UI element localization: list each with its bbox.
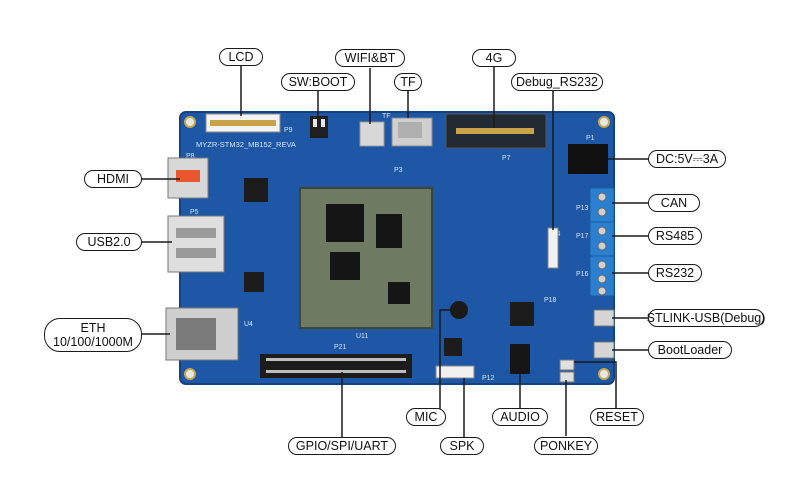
silk-marker: P9	[284, 127, 293, 134]
ic-chip	[444, 338, 462, 356]
mount-hole	[184, 368, 196, 380]
mic-capsule	[450, 301, 468, 319]
silk-marker: TF	[382, 113, 391, 120]
callout-eth: ETH 10/100/1000M	[44, 318, 142, 352]
silk-marker: P12	[482, 375, 495, 382]
leader-reset	[574, 361, 617, 408]
reset-button-part	[559, 359, 575, 371]
callout-spk: SPK	[440, 437, 484, 455]
hdmi-port-tongue	[176, 170, 200, 182]
terminal-screws	[597, 192, 607, 296]
callout-rs485: RS485	[648, 227, 702, 245]
callout-eth-line2: 10/100/1000M	[53, 335, 133, 349]
som-emmc	[330, 252, 360, 280]
usb2-port-slot	[176, 228, 216, 238]
callout-rs232: RS232	[648, 264, 702, 282]
audio-jack	[510, 344, 530, 374]
callout-can: CAN	[648, 194, 700, 212]
silk-marker: P21	[334, 344, 347, 351]
silk-marker: P17	[576, 233, 589, 240]
som-pmic	[388, 282, 410, 304]
ic-chip	[244, 178, 268, 202]
stlink-usb-port	[593, 309, 615, 327]
eth-rj45-opening	[176, 318, 216, 350]
silk-marker: P5	[190, 209, 199, 216]
callout-reset: RESET	[590, 408, 644, 426]
leader-lines	[142, 62, 648, 440]
gpio-header	[260, 354, 412, 378]
silkscreen-title: MYZR-STM32_MB152_REVA	[196, 140, 296, 149]
mpcie-4g-contacts	[456, 128, 534, 134]
callout-dc: DC:5V⎓3A	[648, 150, 726, 168]
silk-marker: P7	[502, 155, 511, 162]
callout-eth-line1: ETH	[80, 320, 106, 335]
wifi-bt-module	[359, 121, 385, 147]
leader-mic	[439, 309, 452, 416]
callout-stlink: STLINK-USB(Debug)	[647, 309, 765, 327]
usb2-port-slot	[176, 248, 216, 258]
callout-sw-boot: SW:BOOT	[281, 73, 355, 91]
som-ram	[376, 214, 402, 248]
ponkey-button-part	[559, 371, 575, 383]
callout-mic: MIC	[406, 408, 446, 426]
callout-ponkey: PONKEY	[534, 437, 598, 455]
gpio-pins	[266, 358, 406, 373]
spk-header	[435, 365, 475, 379]
callout-gpio: GPIO/SPI/UART	[288, 437, 396, 455]
som-core-board	[299, 187, 433, 329]
mount-hole	[598, 368, 610, 380]
boot-switch	[310, 116, 328, 138]
debug-rs232-header	[547, 227, 559, 269]
lcd-fpc-contacts	[210, 120, 276, 126]
callout-tf: TF	[394, 73, 422, 91]
bootloader-usb-port	[593, 341, 615, 359]
callout-usb2: USB2.0	[76, 233, 142, 251]
silk-marker: P16	[576, 271, 589, 278]
mount-hole	[598, 116, 610, 128]
boot-switch-lever	[321, 119, 325, 127]
silk-marker: U4	[244, 321, 253, 328]
callout-bootloader: BootLoader	[648, 341, 732, 359]
som-processor	[326, 204, 364, 242]
mount-hole	[184, 116, 196, 128]
silk-marker: P1	[586, 135, 595, 142]
silk-marker: U11	[356, 333, 368, 340]
silk-marker: P18	[544, 297, 557, 304]
boot-switch-lever	[313, 119, 317, 127]
ic-chip	[244, 272, 264, 292]
callout-4g: 4G	[472, 49, 516, 67]
callout-audio: AUDIO	[492, 408, 548, 426]
silk-marker: P3	[394, 167, 403, 174]
silk-marker: P8	[186, 153, 195, 160]
callout-hdmi: HDMI	[84, 170, 142, 188]
callout-debug-rs232: Debug_RS232	[511, 73, 603, 91]
tf-card-slot-mouth	[398, 122, 422, 138]
callout-lcd: LCD	[219, 48, 263, 66]
callout-wifi-bt: WIFI&BT	[335, 49, 405, 67]
usb2-port	[167, 215, 225, 273]
dc-power-jack	[568, 144, 608, 174]
silk-marker: P13	[576, 205, 589, 212]
ic-chip	[510, 302, 534, 326]
